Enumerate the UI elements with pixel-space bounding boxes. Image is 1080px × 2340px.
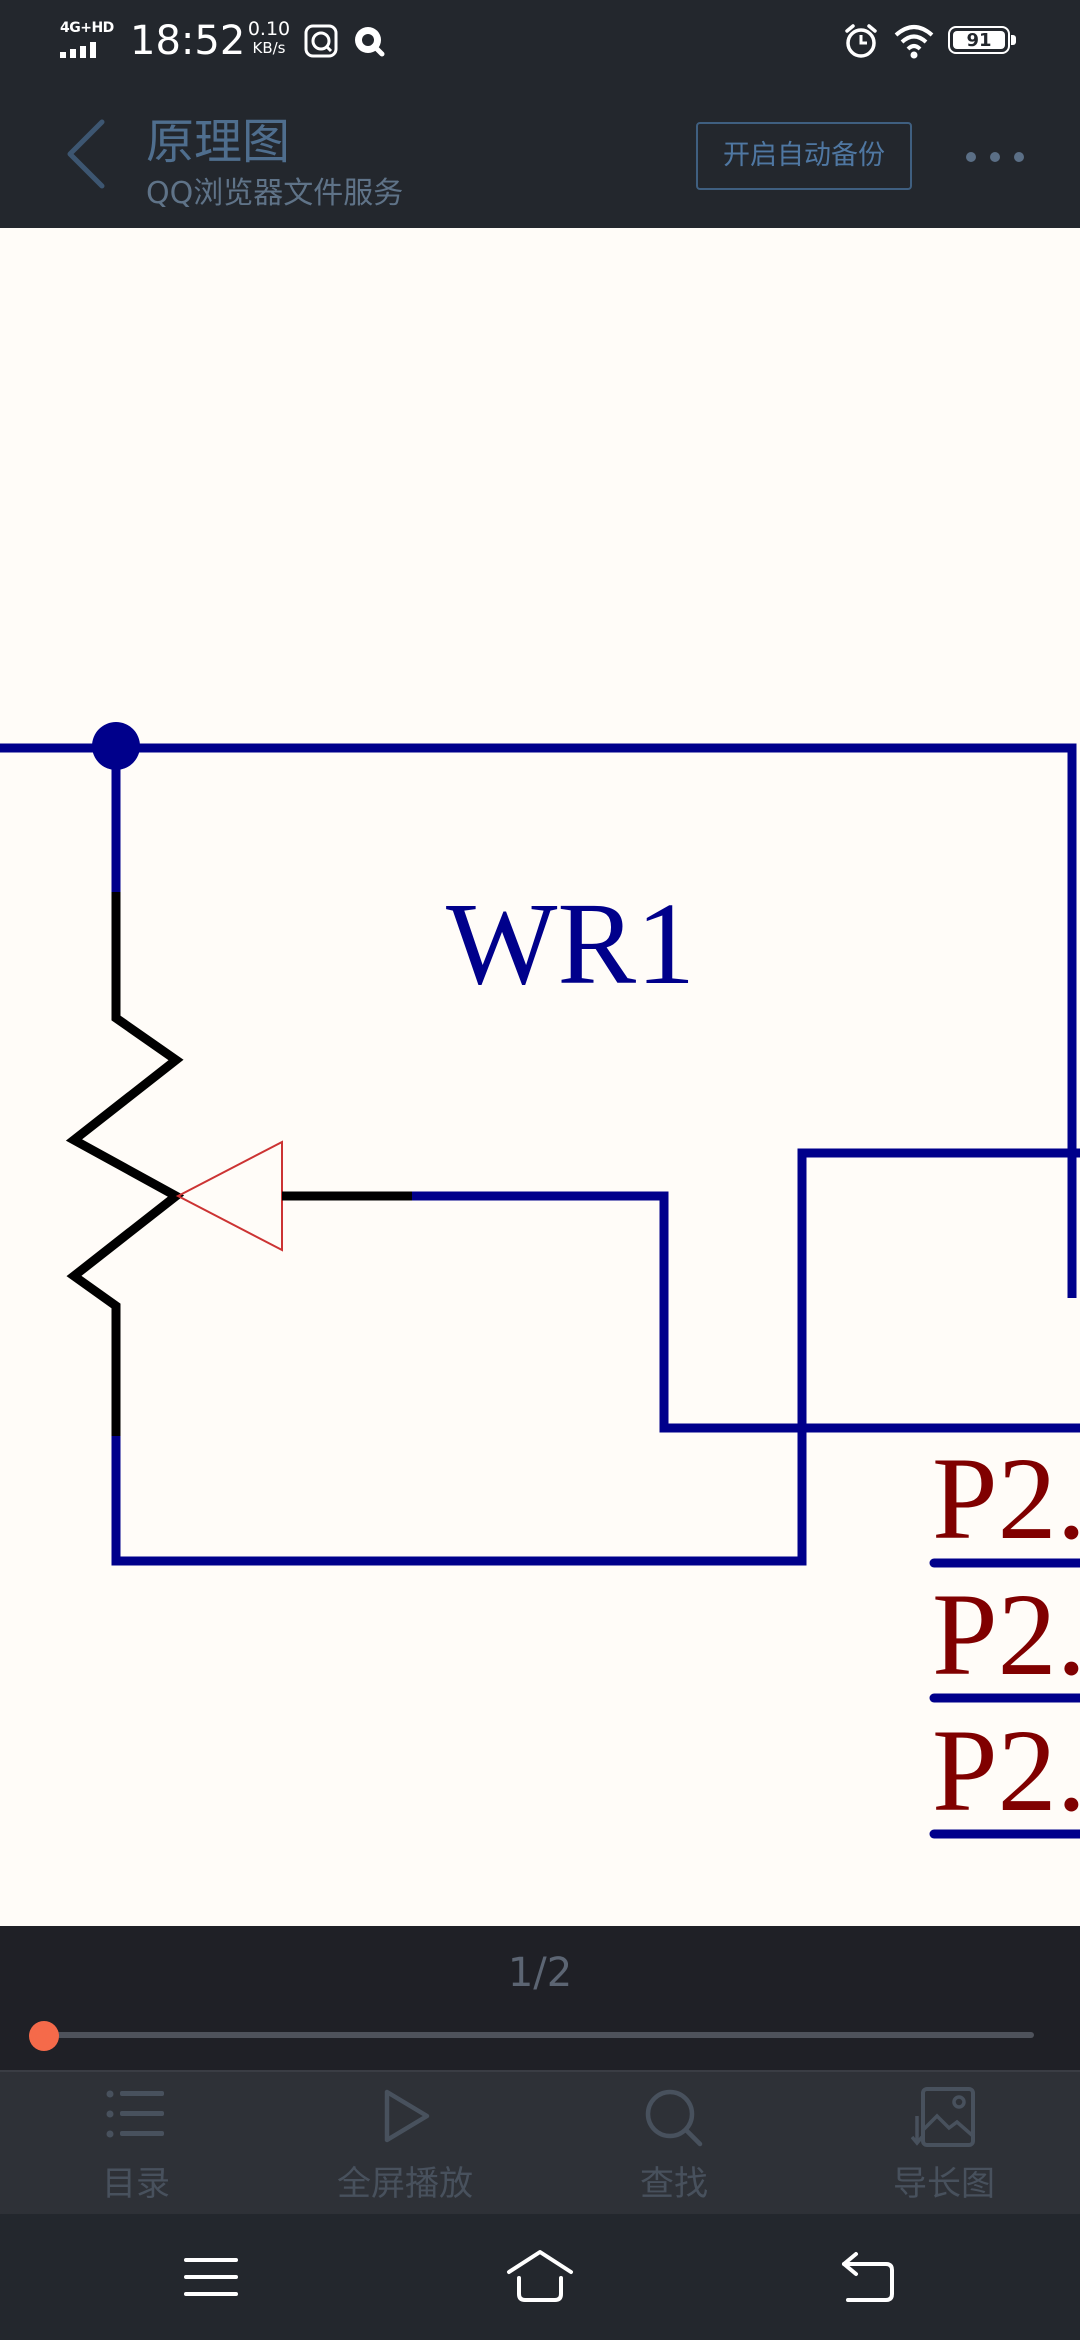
signal-icon: 4G+HD <box>58 20 118 58</box>
component-label: WR1 <box>446 878 695 1009</box>
play-icon <box>384 2089 430 2143</box>
alarm-icon <box>845 24 877 58</box>
network-label: 4G+HD <box>60 20 114 36</box>
wifi-icon <box>894 25 934 59</box>
list-icon <box>106 2090 164 2138</box>
battery-icon: 91 <box>948 26 1018 56</box>
qq-browser-icon <box>355 27 385 57</box>
toolbar-fullscreen-play[interactable]: 全屏播放 <box>310 2072 500 2216</box>
junction-dot <box>92 722 140 770</box>
battery-level: 91 <box>953 31 1005 51</box>
document-viewport[interactable]: WR1 P2. P2. P2. <box>0 228 1080 1926</box>
wiper-arrow <box>175 1140 283 1252</box>
home-icon[interactable] <box>505 2242 575 2312</box>
schematic-canvas: WR1 P2. P2. P2. <box>0 722 1080 1839</box>
resistor-body <box>65 892 185 1436</box>
toolbar-search[interactable]: 查找 <box>584 2072 764 2216</box>
page-indicator: 1/2 <box>507 1950 573 1996</box>
page-subtitle: QQ浏览器文件服务 <box>146 176 404 211</box>
status-bar: 4G+HD 18:52 0.10 KB/s <box>0 0 1080 82</box>
page-slider-thumb[interactable] <box>29 2021 59 2051</box>
back-icon[interactable] <box>50 114 130 194</box>
pin-label: P2. <box>932 1569 1080 1700</box>
pager: 1/2 <box>0 1926 1080 2070</box>
toolbar-label: 导长图 <box>893 2164 995 2204</box>
long-image-icon <box>911 2087 975 2147</box>
wire-bottom-loop <box>111 1148 1080 1566</box>
page-slider-track[interactable] <box>44 2032 1034 2038</box>
toolbar-label: 查找 <box>640 2164 708 2204</box>
pin-label: P2. <box>932 1705 1080 1836</box>
bottom-toolbar: 目录 全屏播放 查找 导长图 <box>0 2070 1080 2214</box>
wire-top <box>0 743 1077 1298</box>
page-title: 原理图 <box>146 114 291 170</box>
pin-label: P2. <box>932 1433 1080 1564</box>
speed-value: 0.10 <box>247 18 291 40</box>
toolbar-label: 全屏播放 <box>337 2164 473 2204</box>
speed-unit: KB/s <box>252 39 286 57</box>
toolbar-export-long-image[interactable]: 导长图 <box>854 2072 1034 2216</box>
system-nav-bar <box>0 2214 1080 2340</box>
toolbar-catalog[interactable]: 目录 <box>46 2072 226 2216</box>
wire-wiper <box>412 1191 1080 1433</box>
more-icon[interactable] <box>962 134 1032 178</box>
search-icon <box>645 2089 703 2147</box>
title-bar: 原理图 QQ浏览器文件服务 开启自动备份 <box>0 82 1080 228</box>
du-app-icon <box>304 24 338 58</box>
auto-backup-button[interactable]: 开启自动备份 <box>696 122 912 190</box>
return-icon[interactable] <box>834 2242 904 2312</box>
status-time: 18:52 <box>130 18 246 64</box>
toolbar-label: 目录 <box>102 2164 170 2204</box>
network-speed: 0.10 KB/s <box>244 20 294 58</box>
menu-icon[interactable] <box>176 2242 246 2312</box>
